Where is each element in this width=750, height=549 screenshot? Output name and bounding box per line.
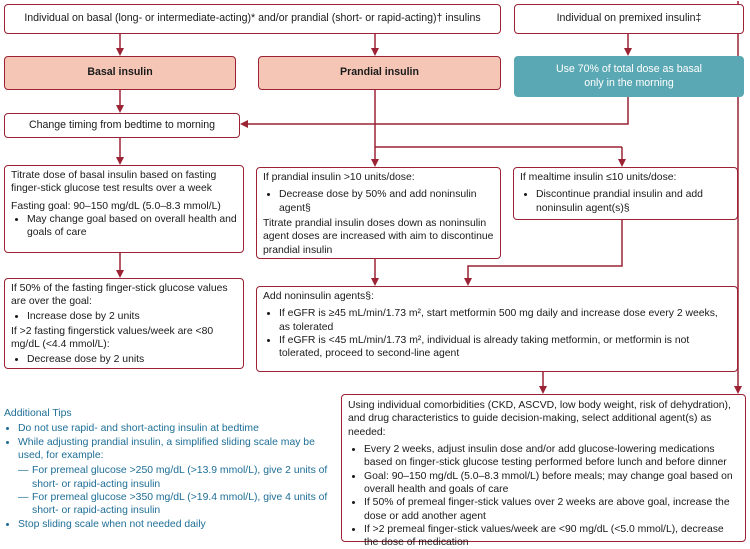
list-item: Decrease dose by 50% and add noninsulin … bbox=[279, 188, 494, 215]
list-item: If eGFR is ≥45 mL/min/1.73 m², start met… bbox=[279, 307, 731, 334]
gt10-outro: Titrate prandial insulin doses down as n… bbox=[263, 217, 494, 256]
le10-intro: If mealtime insulin ≤10 units/dose: bbox=[520, 172, 677, 183]
final-intro: Using individual comorbidities (CKD, ASC… bbox=[348, 400, 731, 438]
titrate-goal: Fasting goal: 90–150 mg/dL (5.0–8.3 mmol… bbox=[11, 200, 221, 212]
list-item: Increase dose by 2 units bbox=[27, 310, 237, 323]
additional-tips: Additional Tips Do not use rapid- and sh… bbox=[4, 407, 334, 531]
gt10-bullets: Decrease dose by 50% and add noninsulin … bbox=[263, 188, 494, 215]
titrate-intro: Titrate dose of basal insulin based on f… bbox=[11, 170, 217, 195]
list-item: If 50% of premeal finger-stick values ov… bbox=[364, 496, 739, 523]
le10-bullets: Discontinue prandial insulin and add non… bbox=[520, 188, 731, 215]
box-change-timing: Change timing from bedtime to morning bbox=[4, 113, 240, 138]
list-item: Goal: 90–150 mg/dL (5.0–8.3 mmol/L) befo… bbox=[364, 470, 739, 497]
list-item: Discontinue prandial insulin and add non… bbox=[536, 188, 731, 215]
box-premixed-action: Use 70% of total dose as basal only in t… bbox=[514, 56, 744, 97]
adjust-intro: If 50% of the fasting finger-stick gluco… bbox=[11, 283, 228, 308]
tips-sliding-scale: While adjusting prandial insulin, a simp… bbox=[18, 436, 315, 461]
list-item: While adjusting prandial insulin, a simp… bbox=[18, 436, 334, 518]
arrow-le10-to-noninsulin bbox=[464, 220, 623, 286]
list-item: Decrease dose by 2 units bbox=[27, 353, 237, 366]
list-item: If >2 premeal finger-stick values/week a… bbox=[364, 523, 739, 549]
box-text: Individual on basal (long- or intermedia… bbox=[24, 12, 481, 25]
box-text: Basal insulin bbox=[87, 66, 153, 79]
tips-title: Additional Tips bbox=[4, 408, 72, 419]
box-fasting-adjust: If 50% of the fasting finger-stick gluco… bbox=[4, 278, 244, 369]
box-basal-insulin: Basal insulin bbox=[4, 56, 236, 90]
adjust-bullets-2: Decrease dose by 2 units bbox=[11, 353, 237, 366]
arrow-premixed-to-timing bbox=[240, 97, 629, 128]
list-item: For premeal glucose >250 mg/dL (>13.9 mm… bbox=[18, 464, 334, 491]
box-prandial-insulin: Prandial insulin bbox=[258, 56, 501, 90]
box-mealtime-le10: If mealtime insulin ≤10 units/dose: Disc… bbox=[513, 167, 738, 220]
list-item: Stop sliding scale when not needed daily bbox=[18, 518, 334, 531]
box-basal-prandial-individual: Individual on basal (long- or intermedia… bbox=[4, 4, 501, 34]
tips-list: Do not use rapid- and short-acting insul… bbox=[4, 422, 334, 531]
box-text: Use 70% of total dose as basal only in t… bbox=[555, 62, 703, 89]
box-select-agents: Using individual comorbidities (CKD, ASC… bbox=[341, 394, 746, 548]
box-premixed-individual: Individual on premixed insulin‡ bbox=[514, 4, 744, 34]
gt10-intro: If prandial insulin >10 units/dose: bbox=[263, 172, 415, 183]
list-item: If eGFR is <45 mL/min/1.73 m², individua… bbox=[279, 334, 731, 361]
box-text: Individual on premixed insulin‡ bbox=[556, 12, 702, 25]
titrate-bullets: May change goal based on overall health … bbox=[11, 213, 237, 240]
adjust-bullets-1: Increase dose by 2 units bbox=[11, 310, 237, 323]
list-item: For premeal glucose >350 mg/dL (>19.4 mm… bbox=[18, 491, 334, 518]
box-titrate-basal: Titrate dose of basal insulin based on f… bbox=[4, 165, 244, 253]
box-noninsulin: Add noninsulin agents§: If eGFR is ≥45 m… bbox=[256, 286, 738, 372]
box-text: Prandial insulin bbox=[340, 66, 419, 79]
tips-sublist: For premeal glucose >250 mg/dL (>13.9 mm… bbox=[18, 464, 334, 517]
box-text: Change timing from bedtime to morning bbox=[28, 118, 216, 131]
list-item: Do not use rapid- and short-acting insul… bbox=[18, 422, 334, 435]
noninsulin-intro: Add noninsulin agents§: bbox=[263, 291, 374, 302]
list-item: May change goal based on overall health … bbox=[27, 213, 237, 240]
box-prandial-gt10: If prandial insulin >10 units/dose: Decr… bbox=[256, 167, 501, 259]
final-bullets: Every 2 weeks, adjust insulin dose and/o… bbox=[348, 443, 739, 549]
noninsulin-bullets: If eGFR is ≥45 mL/min/1.73 m², start met… bbox=[263, 307, 731, 360]
adjust-mid: If >2 fasting fingerstick values/week ar… bbox=[11, 325, 214, 351]
list-item: Every 2 weeks, adjust insulin dose and/o… bbox=[364, 443, 739, 470]
